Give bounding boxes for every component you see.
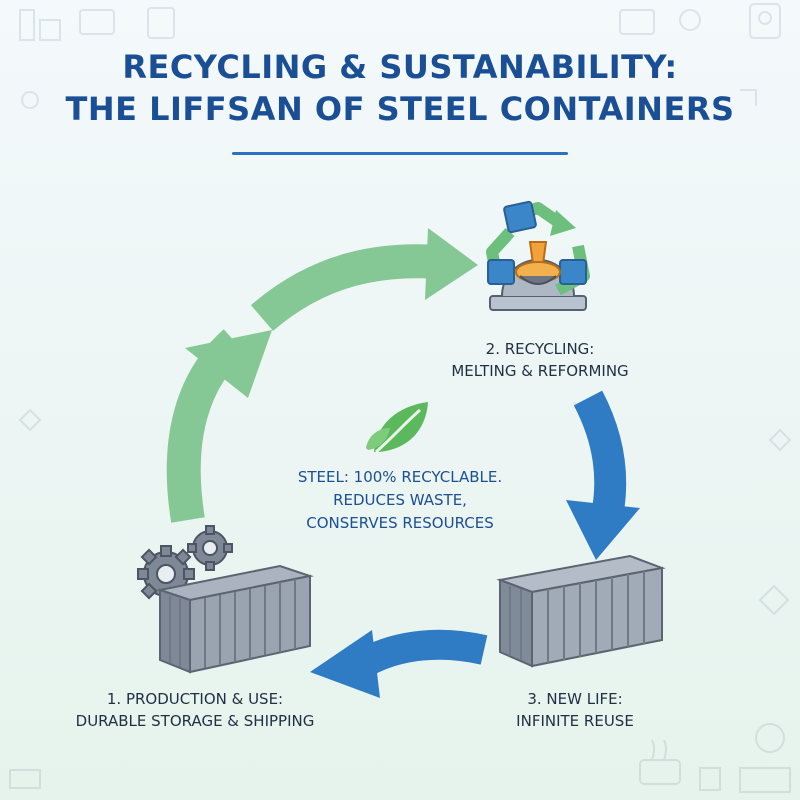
- title-line-1: RECYCLING & SUSTANABILITY:: [122, 48, 678, 86]
- molten-steel-icon: [515, 241, 561, 285]
- step-recycling-label: 2. RECYCLING: MELTING & REFORMING: [440, 338, 640, 382]
- green-arrow-top: [250, 244, 442, 332]
- step-2-title: 2. RECYCLING:: [485, 340, 595, 358]
- title-line-2: THE LIFFSAN OF STEEL CONTAINERS: [65, 90, 735, 128]
- center-line-3: CONSERVES RESOURCES: [306, 514, 494, 532]
- step-1-title: 1. PRODUCTION & USE:: [106, 690, 284, 708]
- gears-icon: [137, 525, 233, 603]
- title-underline: [232, 152, 568, 155]
- shipping-container-icon: [156, 564, 314, 674]
- step-2-subtitle: MELTING & REFORMING: [451, 362, 629, 380]
- center-line-1: STEEL: 100% RECYCLABLE.: [297, 468, 503, 486]
- center-line-2: REDUCES WASTE,: [333, 491, 467, 509]
- step-production-label: 1. PRODUCTION & USE: DURABLE STORAGE & S…: [50, 688, 340, 732]
- step-3-title: 3. NEW LIFE:: [527, 690, 623, 708]
- step-new-life-label: 3. NEW LIFE: INFINITE REUSE: [480, 688, 670, 732]
- leaf-icon: [366, 402, 428, 454]
- center-message: STEEL: 100% RECYCLABLE. REDUCES WASTE, C…: [250, 466, 550, 535]
- recycling-symbol-icon: [486, 200, 590, 311]
- blue-arrow-right-head: [566, 500, 640, 560]
- blue-arrow-right: [573, 390, 627, 524]
- shipping-container-icon: [496, 554, 666, 668]
- step-1-subtitle: DURABLE STORAGE & SHIPPING: [75, 712, 315, 730]
- blue-arrow-bottom-head: [310, 630, 380, 698]
- blue-arrow-bottom: [363, 629, 488, 674]
- green-arrow-left-head: [185, 330, 272, 398]
- page-title: RECYCLING & SUSTANABILITY: THE LIFFSAN O…: [0, 46, 800, 130]
- green-arrow-top-head: [425, 228, 478, 300]
- step-3-subtitle: INFINITE REUSE: [516, 712, 634, 730]
